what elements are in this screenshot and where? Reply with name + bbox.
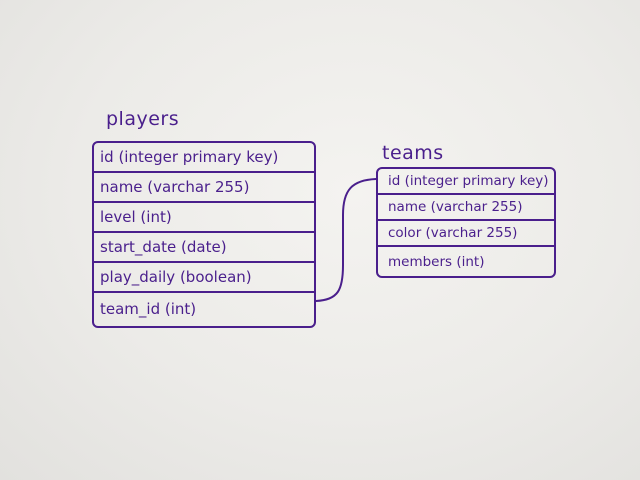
players-table-title: players	[106, 108, 180, 130]
players-column-play-daily: play_daily (boolean)	[94, 263, 314, 293]
players-column-name: name (varchar 255)	[94, 173, 314, 203]
teams-column-id: id (integer primary key)	[378, 169, 554, 195]
teams-table-title: teams	[382, 142, 444, 164]
players-column-level: level (int)	[94, 203, 314, 233]
teams-column-members: members (int)	[388, 254, 485, 270]
teams-column-name: name (varchar 255)	[378, 195, 554, 221]
teams-table: id (integer primary key) name (varchar 2…	[376, 167, 556, 278]
team-id-to-teams-id-line	[315, 178, 377, 302]
players-column-id: id (integer primary key)	[94, 143, 314, 173]
players-table: id (integer primary key) name (varchar 2…	[92, 141, 316, 328]
teams-column-color: color (varchar 255)	[378, 221, 554, 247]
players-column-start-date: start_date (date)	[94, 233, 314, 263]
players-column-team-id: team_id (int)	[100, 300, 197, 318]
